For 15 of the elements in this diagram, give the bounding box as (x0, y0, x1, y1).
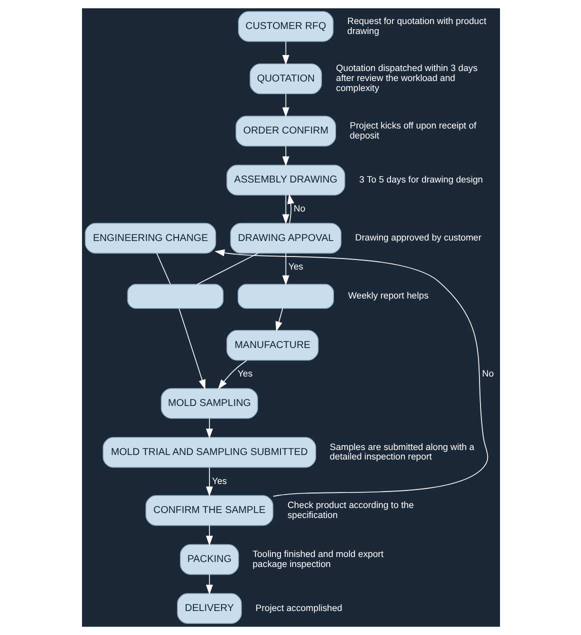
edge-label: No (482, 368, 494, 379)
node-label: Drawing approved by customer (354, 232, 481, 243)
edge-label: No (293, 203, 305, 214)
edge-label: Yes (211, 476, 226, 486)
node-label: Project accomplished (255, 602, 342, 613)
node-label: Weekly report helps (348, 290, 428, 301)
edge-label: Yes (237, 368, 252, 379)
node-label: 3 To 5 days for drawing design (358, 174, 482, 184)
node-label: Samples are submitted along with a detailed inspection report (329, 442, 474, 462)
node-label: Request for quotation with product drawing (346, 16, 486, 36)
node-label: Quotation dispatched within 3 days after review the workload and complexity (336, 63, 478, 94)
edge-label: Yes (288, 262, 303, 272)
node-label: Project kicks off upon receipt of deposit (349, 120, 476, 140)
node-label: Tooling finished and mold export package inspection (252, 548, 383, 569)
node-label: Check product according to the specification (286, 500, 414, 520)
